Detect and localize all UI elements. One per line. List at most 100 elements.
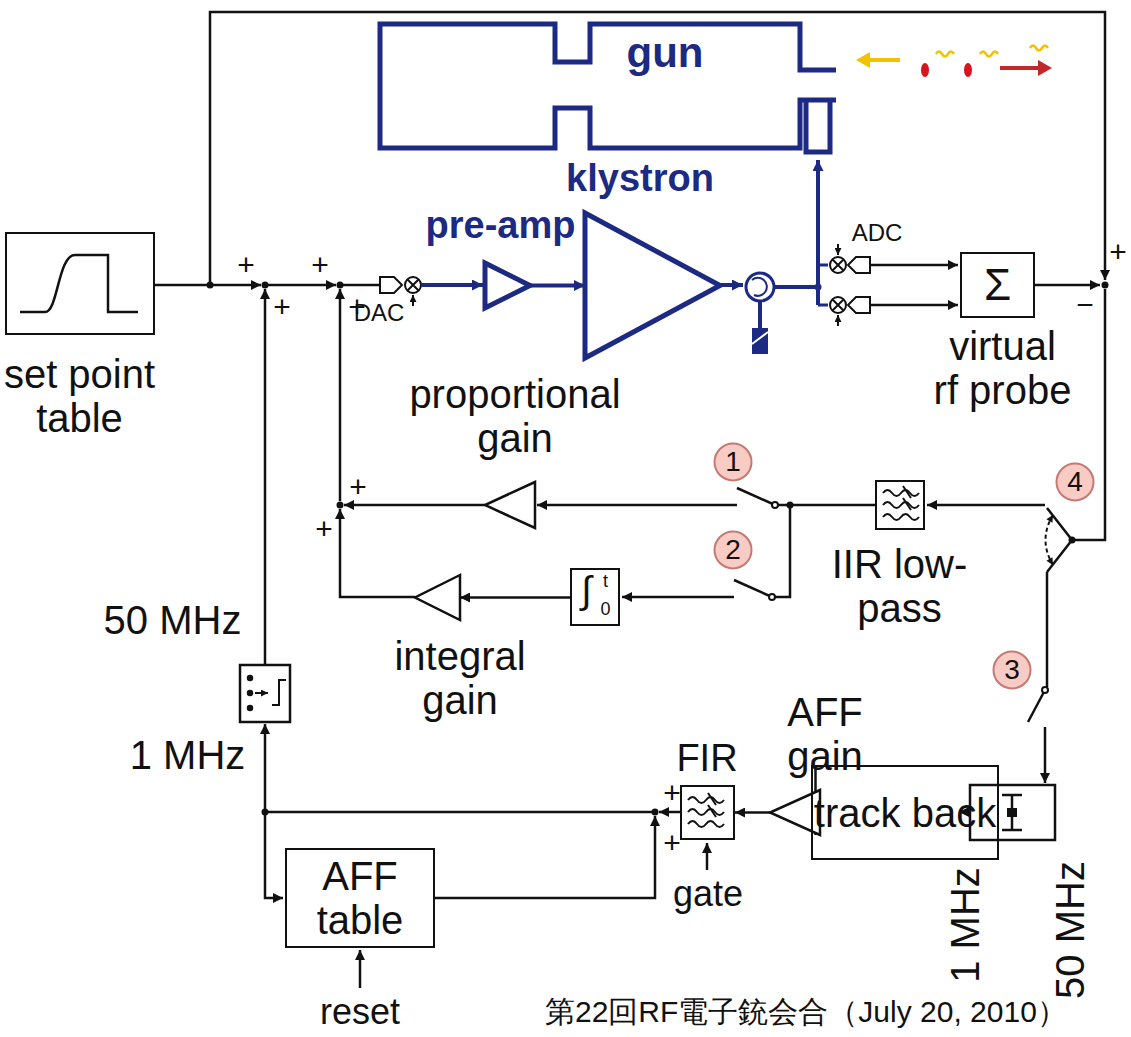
electron-beam <box>856 46 1052 78</box>
sign-label: + <box>662 776 682 809</box>
control-wire <box>435 816 655 898</box>
gain-triangle-text: proportional gain <box>395 372 635 460</box>
filter-symbol <box>883 490 919 520</box>
signal-label: 1 MHz <box>125 733 250 777</box>
setpoint-waveform <box>20 255 138 312</box>
electron-beam <box>1000 66 1040 70</box>
rf-gun: gun <box>378 20 838 156</box>
junction-dot <box>337 502 344 509</box>
rf-load <box>752 332 768 344</box>
preamp-triangle: pre-amp <box>485 263 530 308</box>
preamp-triangle-outline <box>485 263 530 308</box>
setpoint-table-text: set point table <box>0 352 160 440</box>
electron-beam <box>1038 60 1052 76</box>
sign-label: + <box>272 290 292 323</box>
callout-number-text: 2 <box>713 535 753 566</box>
junction-dot <box>262 282 269 289</box>
callout-number-text: 4 <box>1055 467 1095 498</box>
control-wire <box>927 504 1045 507</box>
rf-line <box>421 283 483 287</box>
rf-line <box>818 264 828 267</box>
klystron-triangle-text: klystron <box>560 158 720 200</box>
signal-arrow <box>460 596 570 599</box>
callout-number: 4 <box>1055 462 1095 502</box>
sign-label: + <box>1108 235 1128 268</box>
rf-line <box>818 304 828 307</box>
rf-line <box>746 273 774 301</box>
control-wire <box>870 264 958 267</box>
control-wire <box>1046 515 1054 565</box>
filter-box-text: FIR <box>670 738 745 780</box>
setpoint-table: set point table <box>5 232 155 335</box>
control-wire <box>265 724 652 812</box>
process-box-text: track back <box>813 791 997 835</box>
integrator-box-text: 0 <box>598 600 614 620</box>
signal-label: 1 MHz <box>943 867 987 983</box>
control-wire <box>1028 690 1045 722</box>
adc-symbol <box>837 244 839 255</box>
control-wire <box>359 950 362 988</box>
decimator-symbol <box>1007 808 1017 817</box>
caption: 第22回RF電子銃会合（July 20, 2010） <box>545 995 1067 1028</box>
dac-symbol <box>405 277 421 293</box>
filter-box-text: IIR low-pass <box>815 542 985 630</box>
filter-symbol <box>708 793 716 817</box>
klystron-triangle-outline <box>585 213 720 358</box>
rate-converter-symbol <box>240 665 290 722</box>
gain-triangle-outline <box>415 575 460 620</box>
control-wire <box>210 12 1105 285</box>
electron-beam <box>856 52 870 68</box>
control-wire <box>775 505 790 597</box>
rate-converter-symbol <box>272 680 286 705</box>
callout-number: 1 <box>713 442 753 482</box>
control-wire <box>340 509 415 597</box>
adc-symbol <box>848 297 870 313</box>
control-wire <box>537 504 737 507</box>
junction-dot <box>1069 537 1076 544</box>
filter-symbol <box>688 797 724 827</box>
signal-label: 50 MHz <box>100 598 245 642</box>
gain-triangle: integral gain <box>415 575 460 620</box>
signal-label: DAC <box>352 300 406 326</box>
rate-converter-symbol <box>255 692 268 694</box>
callout-number-text: 1 <box>713 447 753 478</box>
rf-gun-text: gun <box>615 30 715 76</box>
control-wire <box>155 12 1105 988</box>
control-wire <box>1074 289 1105 540</box>
electron-beam <box>964 63 972 77</box>
rf-line <box>775 285 818 289</box>
signal-arrow <box>735 811 770 814</box>
klystron-triangle: klystron <box>585 213 720 358</box>
sign-label: + <box>236 248 256 281</box>
electron-beam <box>1030 46 1048 51</box>
sign-label: + <box>348 470 368 503</box>
filter-box: FIR <box>680 785 735 840</box>
rf-load <box>752 328 768 354</box>
preamp-triangle-outline <box>485 263 530 308</box>
control-wire <box>339 289 342 501</box>
gain-triangle-outline <box>415 575 460 620</box>
gain-triangle: proportional gain <box>485 482 535 528</box>
klystron-triangle-outline <box>585 213 720 358</box>
adc-symbol <box>830 244 870 326</box>
signal-label: gate <box>668 874 748 914</box>
control-wire <box>706 843 709 870</box>
electron-beam <box>866 58 900 62</box>
process-box: track back <box>811 765 999 860</box>
dac-symbol <box>380 277 402 293</box>
sign-label: + <box>314 512 334 545</box>
gain-triangle-outline <box>485 482 535 528</box>
control-wire <box>343 284 380 287</box>
junction-dot <box>207 282 214 289</box>
adc-symbol <box>833 260 844 311</box>
rate-converter-symbol <box>248 676 252 680</box>
junction-dot <box>337 282 344 289</box>
electron-beam <box>936 52 954 57</box>
control-wire <box>737 488 775 505</box>
junction-dot <box>262 809 269 816</box>
sum-box: Σvirtual rf probe <box>960 252 1035 318</box>
sum-box-text: virtual rf probe <box>933 324 1073 412</box>
sign-label: + <box>662 826 682 859</box>
control-wire <box>659 811 680 814</box>
integrator-box-text: ∫ <box>574 570 600 612</box>
